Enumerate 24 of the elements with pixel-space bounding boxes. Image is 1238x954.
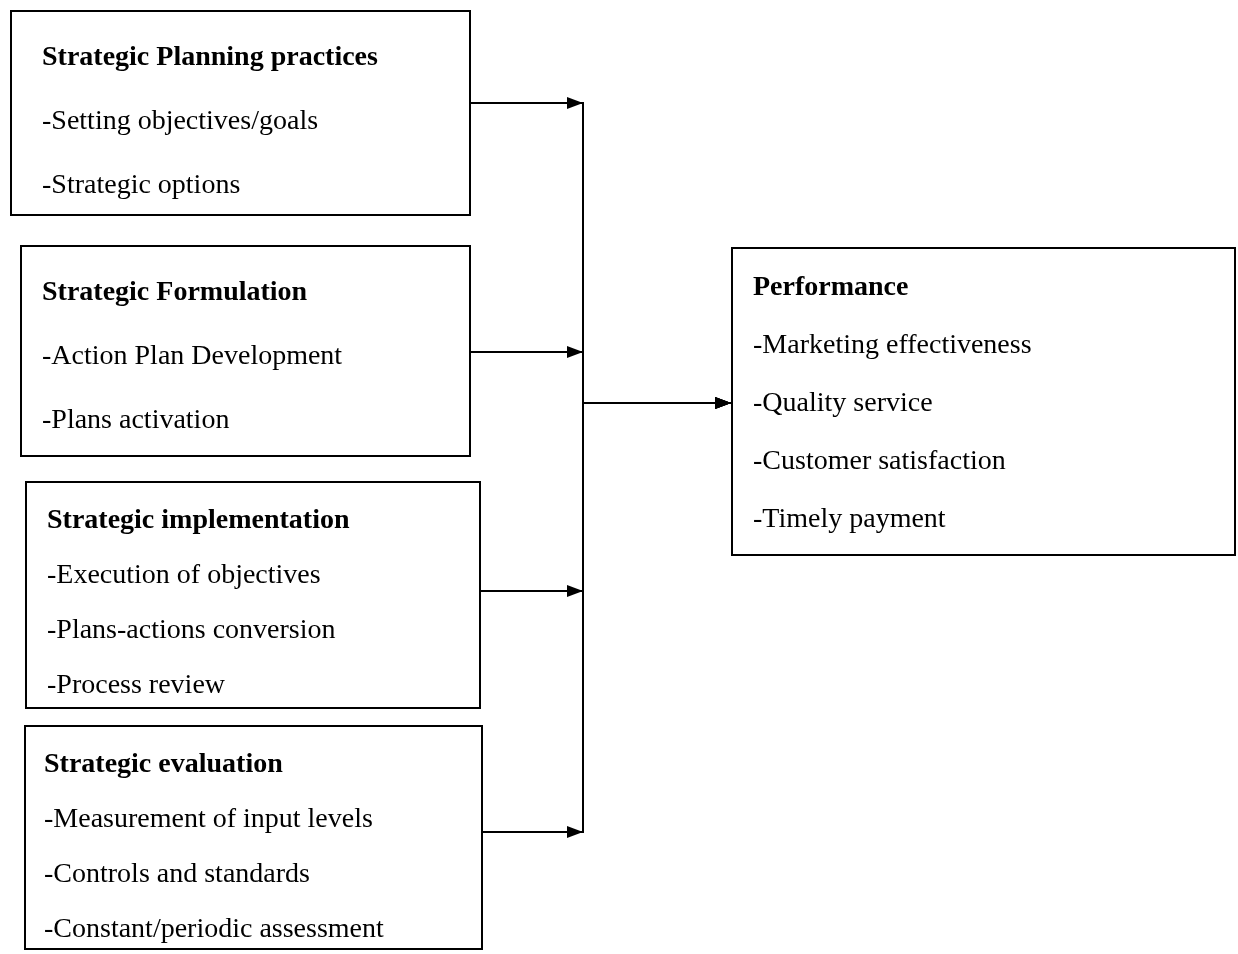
list-item: -Measurement of input levels bbox=[44, 801, 373, 835]
text-box bbox=[24, 725, 483, 950]
list-item: -Action Plan Development bbox=[42, 338, 343, 372]
text-box bbox=[25, 481, 481, 709]
list-item: -Quality service bbox=[753, 385, 933, 419]
box-heading: Strategic Formulation bbox=[42, 274, 308, 308]
list-item: -Plans-actions conversion bbox=[47, 612, 336, 646]
text-box bbox=[731, 247, 1236, 556]
box-heading: Strategic Planning practices bbox=[42, 39, 378, 73]
list-item: -Execution of objectives bbox=[47, 557, 321, 591]
list-item: -Plans activation bbox=[42, 402, 230, 436]
box-heading: Performance bbox=[753, 269, 909, 303]
text-box bbox=[20, 245, 471, 457]
text-box bbox=[10, 10, 471, 216]
box-heading: Strategic evaluation bbox=[44, 746, 283, 780]
list-item: -Controls and standards bbox=[44, 856, 310, 890]
box-heading: Strategic implementation bbox=[47, 502, 350, 536]
list-item: -Process review bbox=[47, 667, 226, 701]
list-item: -Marketing effectiveness bbox=[753, 327, 1032, 361]
list-item: -Customer satisfaction bbox=[753, 443, 1006, 477]
list-item: -Strategic options bbox=[42, 167, 241, 201]
list-item: -Constant/periodic assessment bbox=[44, 911, 384, 945]
list-item: -Timely payment bbox=[753, 501, 946, 535]
list-item: -Setting objectives/goals bbox=[42, 103, 319, 137]
